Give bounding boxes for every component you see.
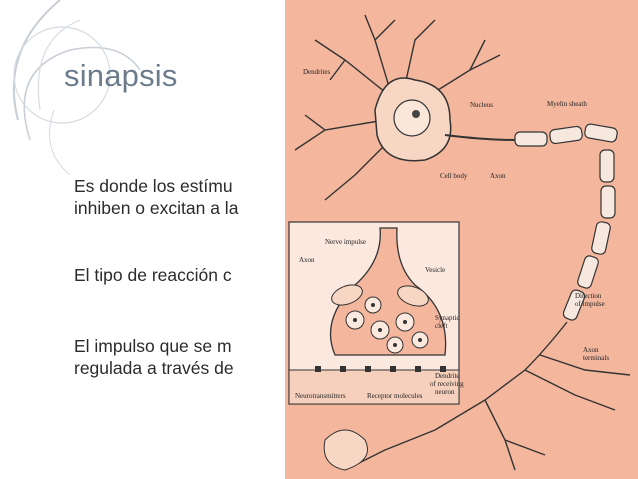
label-dendrite-3: neuron [435, 388, 455, 396]
label-direction: Direction [575, 292, 602, 300]
label-axon-terminals-1: Axon [583, 346, 599, 354]
label-cleft: cleft [435, 322, 447, 330]
bullet-2-line-1: El tipo de reacción c [74, 265, 232, 285]
bullet-3-line-1: El impulso que se m [74, 336, 232, 356]
label-dendrite-1: Dendrite [435, 372, 460, 380]
label-axon-terminals-2: terminals [583, 354, 609, 362]
label-synaptic: Synaptic [435, 314, 460, 322]
label-axon-inset: Axon [299, 256, 315, 264]
label-nucleus: Nucleus [470, 101, 493, 109]
bullet-2: El tipo de reacción c [74, 264, 232, 286]
nucleus [393, 99, 431, 137]
slide-title: sinapsis [64, 58, 178, 93]
label-nerve-impulse: Nerve impulse [325, 238, 366, 246]
neuron-illustration: Dendrites Nucleus Myelin sheath Cell bod… [288, 14, 631, 471]
label-dendrite-2: of receiving [430, 380, 464, 388]
bullet-1-line-2: inhiben o excitan a la [74, 198, 239, 218]
bullet-3-line-2: regulada a través de [74, 358, 234, 378]
label-axon-top: Axon [490, 172, 506, 180]
neuron-figure: Dendrites Nucleus Myelin sheath Cell bod… [285, 0, 638, 479]
label-of-impulse: of impulse [575, 300, 605, 308]
bullet-3: El impulso que se m regulada a través de [74, 335, 234, 379]
bullet-1: Es donde los estímu inhiben o excitan a … [74, 175, 238, 219]
label-neurotransmitters: Neurotransmitters [295, 392, 346, 400]
myelin-sheath [514, 123, 618, 321]
label-vesicle: Vesicle [425, 266, 445, 274]
label-dendrites: Dendrites [303, 68, 330, 76]
bullet-1-line-1: Es donde los estímu [74, 176, 233, 196]
axon-terminals [344, 321, 631, 471]
label-myelin-sheath: Myelin sheath [547, 100, 587, 108]
label-cell-body: Cell body [440, 172, 468, 180]
label-receptor-molecules: Receptor molecules [367, 392, 423, 400]
